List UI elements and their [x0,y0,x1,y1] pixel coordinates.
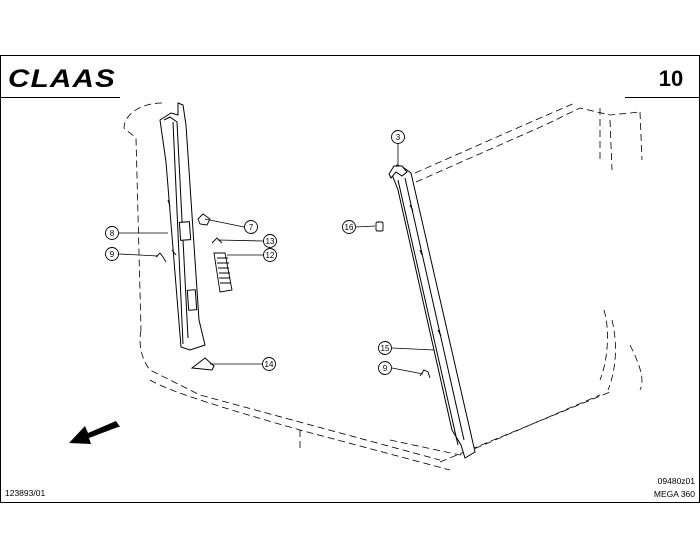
callout-3: 3 [391,130,405,144]
svg-text:12: 12 [266,251,275,260]
svg-text:CLAAS: CLAAS [8,65,116,93]
callout-12: 12 [263,248,277,262]
plug-part-16 [375,221,384,232]
svg-text:16: 16 [345,223,354,232]
clip-part-13 [211,237,223,244]
clip-part-3 [388,165,408,179]
screw-part-9-right [419,369,431,379]
page-number: 10 [659,66,683,91]
right-pillar-part [390,164,476,459]
trim-part-14 [190,357,215,371]
svg-text:3: 3 [396,133,401,142]
svg-text:9: 9 [383,364,388,373]
screw-part-9-left [155,252,167,263]
svg-text:14: 14 [265,360,274,369]
reference-code: 09480z01 [658,476,696,486]
svg-text:13: 13 [266,237,275,246]
clip-part-7 [197,213,211,226]
callout-13: 13 [263,234,277,248]
svg-text:8: 8 [110,229,115,238]
callout-8: 8 [105,226,119,240]
callout-9-left: 9 [105,247,119,261]
drawing-id: 123893/01 [5,488,45,498]
callout-14: 14 [262,357,276,371]
model-name: MEGA 360 [654,489,695,499]
left-pillar-part [159,102,206,351]
claas-logo: CLAAS [8,65,116,93]
callout-15: 15 [378,341,392,355]
leader-lines [118,143,435,375]
vent-grille-part-12 [213,252,233,293]
svg-text:9: 9 [110,250,115,259]
svg-text:15: 15 [381,344,390,353]
direction-arrow-icon [69,421,120,444]
callout-9-right: 9 [378,361,392,375]
callout-16: 16 [342,220,356,234]
callout-7: 7 [244,220,258,234]
svg-text:7: 7 [249,223,254,232]
cab-outline [123,102,643,471]
